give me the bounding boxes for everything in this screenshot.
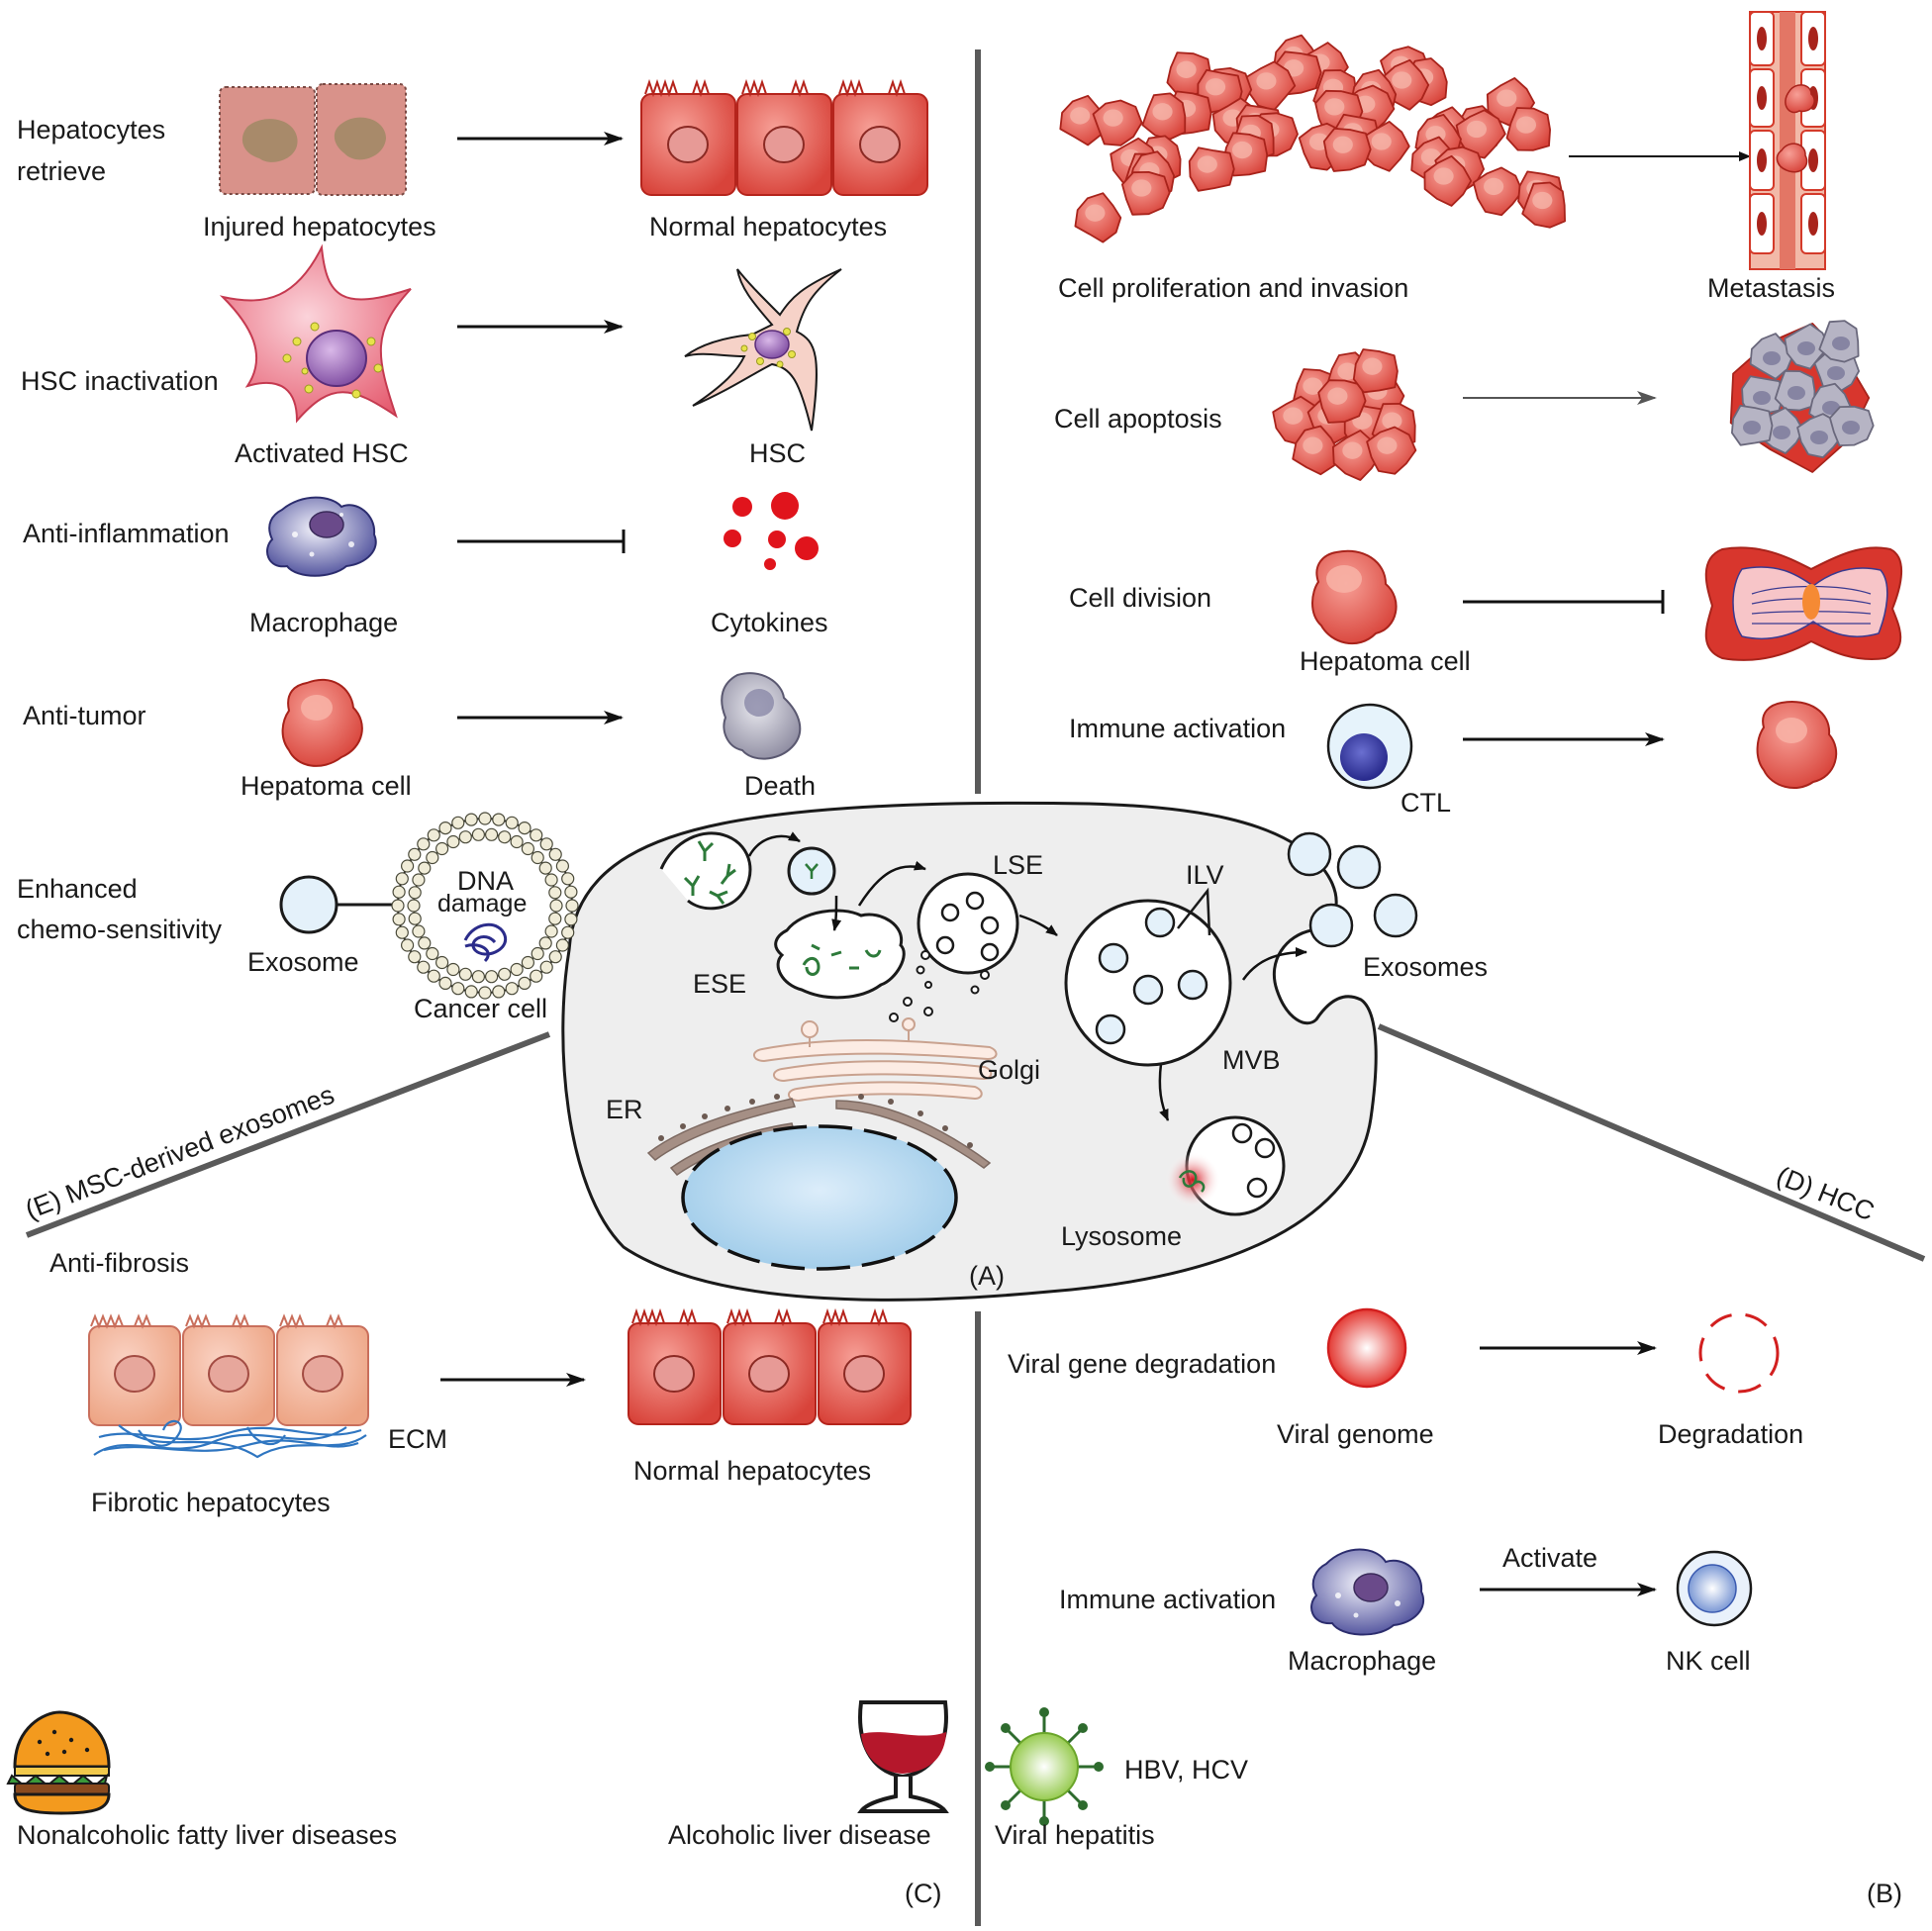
fibrotic-hepatocytes-icon [88,1313,369,1459]
ctl-icon [1326,703,1413,790]
exosome-label: Exosome [247,947,359,977]
anti-inflammation-label: Anti-inflammation [23,519,230,548]
intraluminal-vesicles [1095,907,1208,1045]
hepatoma-cell-label-d: Hepatoma cell [1300,646,1471,676]
degradation-label: Degradation [1658,1419,1803,1449]
label-mvb: MVB [1222,1045,1281,1075]
apoptotic-cells-icon [1729,320,1875,473]
golgi-apparatus [753,1017,998,1103]
immune-activation-label-d: Immune activation [1069,714,1286,743]
hsc-inactivation-label: HSC inactivation [21,366,219,396]
proliferation-label: Cell proliferation and invasion [1058,273,1408,303]
activated-hsc-label: Activated HSC [235,438,409,468]
dead-cell-icon [721,672,802,760]
burger-icon [6,1710,111,1815]
viral-genome-label: Viral genome [1277,1419,1434,1449]
panel-c: Anti-fibrosis ECM Fibrotic hepatocytes [6,1248,949,1908]
hsc-icon [684,268,842,432]
panel-label-e: (E) MSC-derived exosomes [21,1080,338,1225]
proliferation-cluster-icon [1059,34,1566,243]
hepatoma-target-icon [1756,701,1838,789]
damage-label: damage [437,890,527,917]
macrophage-label-b: Macrophage [1288,1646,1436,1676]
enhanced-label-1: Enhanced [17,874,138,904]
label-lysosome: Lysosome [1061,1221,1182,1251]
immune-activation-label-b: Immune activation [1059,1585,1276,1614]
ctl-label: CTL [1401,788,1451,818]
macrophage-label-e: Macrophage [249,608,398,637]
macrophage-icon-b [1310,1548,1424,1636]
blood-vessel-icon [1749,11,1826,270]
normal-hepatocytes-icon-top [640,78,928,196]
panel-label-b: (B) [1867,1879,1902,1908]
nucleus [681,1124,958,1271]
cytokines-icon [724,492,819,570]
exosome-icon [279,875,338,934]
enhanced-label-2: chemo-sensitivity [17,915,223,944]
degraded-genome-icon [1698,1312,1780,1394]
anti-fibrosis-label: Anti-fibrosis [49,1248,189,1278]
cancer-cell-icon [391,812,579,1000]
cytokines-label: Cytokines [711,608,828,637]
metastasis-label: Metastasis [1707,273,1835,303]
hepatoma-cell-icon-d [1311,549,1398,644]
label-ilv: ILV [1186,860,1224,890]
macrophage-icon [266,496,377,577]
hepatoma-cell-label-e: Hepatoma cell [241,771,412,801]
normal-hepatocytes-icon-bottom [628,1307,912,1425]
cell-division-label: Cell division [1069,583,1211,613]
wine-glass-icon [857,1700,949,1813]
nk-cell-label: NK cell [1666,1646,1751,1676]
label-ese: ESE [693,969,746,999]
activate-label: Activate [1502,1543,1597,1573]
endocytosis-bud [659,831,752,911]
normal-hepatocytes-label-top: Normal hepatocytes [649,212,887,241]
nafld-label: Nonalcoholic fatty liver diseases [17,1820,397,1850]
apoptosis-label: Cell apoptosis [1054,404,1222,434]
panel-b: Viral gene degradation Viral genome Degr… [985,1307,1902,1908]
panel-e: Hepatocytes retrieve Injured hepatocytes… [17,78,928,1225]
death-label: Death [744,771,816,801]
late-sorting-endosome [917,872,1019,975]
central-cell-labels: LSE ILV ESE Golgi ER MVB Lysosome Exosom… [606,850,1488,1291]
ecm-label: ECM [388,1424,447,1454]
dividing-cell-icon [1704,546,1903,661]
hbv-hcv-label: HBV, HCV [1124,1755,1248,1785]
panel-label-a: (A) [969,1261,1005,1291]
dna-label: DNA [457,866,514,896]
receptor-glyphs [683,840,736,905]
label-golgi: Golgi [978,1055,1040,1085]
injured-hepatocytes-label: Injured hepatocytes [203,212,436,241]
panel-label-c: (C) [905,1879,941,1908]
ecm-fibers [93,1419,367,1459]
viral-gene-degradation-label: Viral gene degradation [1008,1349,1276,1379]
released-exosomes [1287,831,1418,948]
activated-hsc-icon [219,243,412,424]
label-er: ER [606,1095,643,1124]
label-exosomes: Exosomes [1363,952,1488,982]
hsc-label: HSC [749,438,806,468]
panel-d: Cell proliferation and invasion Metastas… [1054,11,1903,1226]
apoptosis-cluster-icon [1272,348,1417,481]
normal-hepatocytes-label-bottom: Normal hepatocytes [633,1456,871,1486]
viral-hepatitis-label: Viral hepatitis [995,1820,1155,1850]
panel-dividers [25,49,1926,1926]
viral-genome-icon [1326,1307,1407,1389]
nk-cell-icon [1676,1550,1753,1627]
ald-label: Alcoholic liver disease [668,1820,931,1850]
anti-tumor-label: Anti-tumor [23,701,146,730]
cancer-cell-label: Cancer cell [414,994,547,1023]
hepatocytes-retrieve-label-2: retrieve [17,156,106,186]
hepatoma-cell-icon-e [281,678,363,767]
label-lse: LSE [993,850,1043,880]
virus-icon [985,1707,1104,1826]
hepatocytes-retrieve-label-1: Hepatocytes [17,115,165,145]
central-cell [561,801,1418,1302]
injured-hepatocytes-icon [219,83,407,196]
fibrotic-hepatocytes-label: Fibrotic hepatocytes [91,1488,331,1517]
